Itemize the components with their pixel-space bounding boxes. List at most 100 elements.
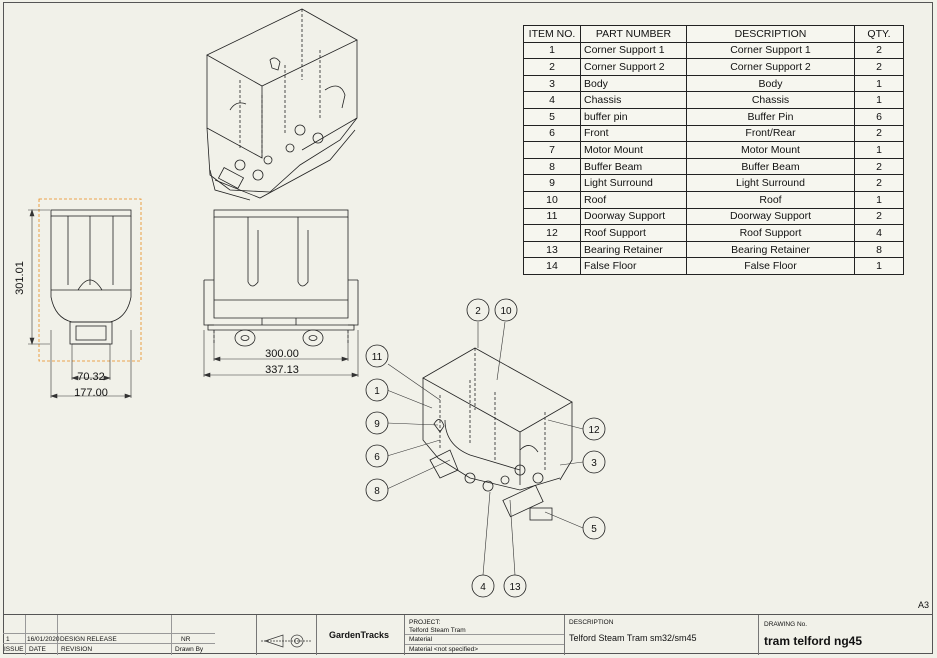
balloon-label: 1 — [374, 386, 380, 397]
bom-qty: 2 — [854, 174, 904, 192]
bom-part-number: Buffer Beam — [580, 157, 687, 176]
balloon-2 — [466, 298, 490, 322]
sheet-size-label: A3 — [917, 600, 929, 610]
bom-qty: 8 — [854, 240, 904, 259]
drawing-no-label: DRAWING No. — [764, 621, 808, 628]
bom-part-number: Motor Mount — [580, 141, 687, 159]
bom-description: Light Surround — [686, 174, 855, 192]
bom-description: Buffer Pin — [686, 107, 855, 126]
drawing-canvas: 301.01 70.32 177.00 300.00 337.13 2 10 1… — [14, 8, 606, 598]
balloon-label: 11 — [372, 352, 383, 363]
bom-part-number: Front — [580, 124, 687, 143]
bom-header-part: PART NUMBER — [580, 25, 687, 43]
drawing-sheet — [3, 2, 933, 654]
bom-description: Corner Support 2 — [686, 58, 855, 76]
drawing-number: tram telford ng45 — [764, 634, 863, 648]
drawing-number-block: DRAWING No. tram telford ng45 — [758, 615, 933, 655]
bom-qty: 1 — [854, 141, 904, 159]
date-label: DATE — [29, 646, 46, 653]
bom-description: Motor Mount — [686, 141, 855, 159]
description-value: Telford Steam Tram sm32/sm45 — [569, 633, 697, 643]
dim-side-height: 301.01 — [14, 261, 26, 295]
material-value: Material <not specified> — [409, 646, 479, 653]
revision-by: NR — [181, 636, 191, 643]
bom-description: Roof Support — [686, 224, 855, 242]
company-name: GardenTracks — [329, 630, 390, 640]
bom-item-no: 3 — [523, 74, 581, 93]
bom-part-number: Chassis — [580, 91, 687, 109]
bom-description: Buffer Beam — [686, 157, 855, 176]
balloon-4 — [471, 574, 495, 598]
bom-description: Roof — [686, 190, 855, 209]
balloon-1 — [365, 378, 389, 402]
dimension-lines — [28, 209, 359, 399]
bom-qty: 2 — [854, 207, 904, 226]
bom-qty: 6 — [854, 107, 904, 126]
drawn-by-label: Drawn By — [175, 646, 204, 653]
material-label: Material — [409, 636, 433, 643]
bom-part-number: False Floor — [580, 257, 687, 275]
balloon-3 — [582, 450, 606, 474]
balloon-9 — [365, 411, 389, 435]
bom-header-description: DESCRIPTION — [686, 25, 855, 43]
bom-qty: 2 — [854, 124, 904, 143]
bom-qty: 2 — [854, 58, 904, 76]
balloon-label: 13 — [509, 582, 521, 593]
balloon-10 — [494, 298, 518, 322]
balloon-8 — [365, 478, 389, 502]
iso-view-top — [206, 8, 358, 201]
balloons — [365, 298, 606, 598]
project-label: PROJECT: — [409, 619, 441, 626]
balloon-11 — [365, 344, 389, 368]
bom-part-number: Body — [580, 74, 687, 93]
bom-part-number: Light Surround — [580, 174, 687, 192]
bom-description: Corner Support 1 — [686, 41, 855, 60]
company-block: GardenTracks — [316, 615, 404, 655]
revision-description: DESIGN RELEASE — [60, 636, 117, 643]
bom-item-no: 1 — [523, 41, 581, 60]
balloon-12 — [582, 417, 606, 441]
balloon-label: 12 — [588, 425, 600, 436]
bom-qty: 1 — [854, 190, 904, 209]
bom-item-no: 4 — [523, 91, 581, 109]
bom-part-number: Doorway Support — [580, 207, 687, 226]
iso-view-bottom — [422, 347, 573, 521]
project-name: Telford Steam Tram — [409, 627, 466, 634]
bom-description: Bearing Retainer — [686, 240, 855, 259]
issue-label: ISSUE — [4, 646, 24, 653]
dim-side-inner-width: 70.32 — [77, 371, 105, 383]
bom-part-number: Bearing Retainer — [580, 240, 687, 259]
bom-item-no: 5 — [523, 107, 581, 126]
bom-qty: 4 — [854, 224, 904, 242]
front-view — [203, 209, 359, 347]
bom-item-no: 10 — [523, 190, 581, 209]
bom-qty: 1 — [854, 257, 904, 275]
balloon-label: 5 — [591, 524, 597, 535]
bom-description: Doorway Support — [686, 207, 855, 226]
balloon-label: 9 — [374, 419, 380, 430]
bom-part-number: buffer pin — [580, 107, 687, 126]
bom-item-no: 2 — [523, 58, 581, 76]
project-block: PROJECT: Telford Steam Tram Material Mat… — [404, 615, 565, 655]
balloon-13 — [503, 574, 527, 598]
bom-item-no: 11 — [523, 207, 581, 226]
bom-description: Chassis — [686, 91, 855, 109]
third-angle-projection-icon — [261, 634, 311, 648]
bom-qty: 2 — [854, 41, 904, 60]
bom-description: False Floor — [686, 257, 855, 275]
balloon-label: 6 — [374, 452, 380, 463]
dim-side-width: 177.00 — [74, 387, 108, 399]
revision-label: REVISION — [61, 646, 93, 653]
balloon-label: 10 — [500, 306, 512, 317]
